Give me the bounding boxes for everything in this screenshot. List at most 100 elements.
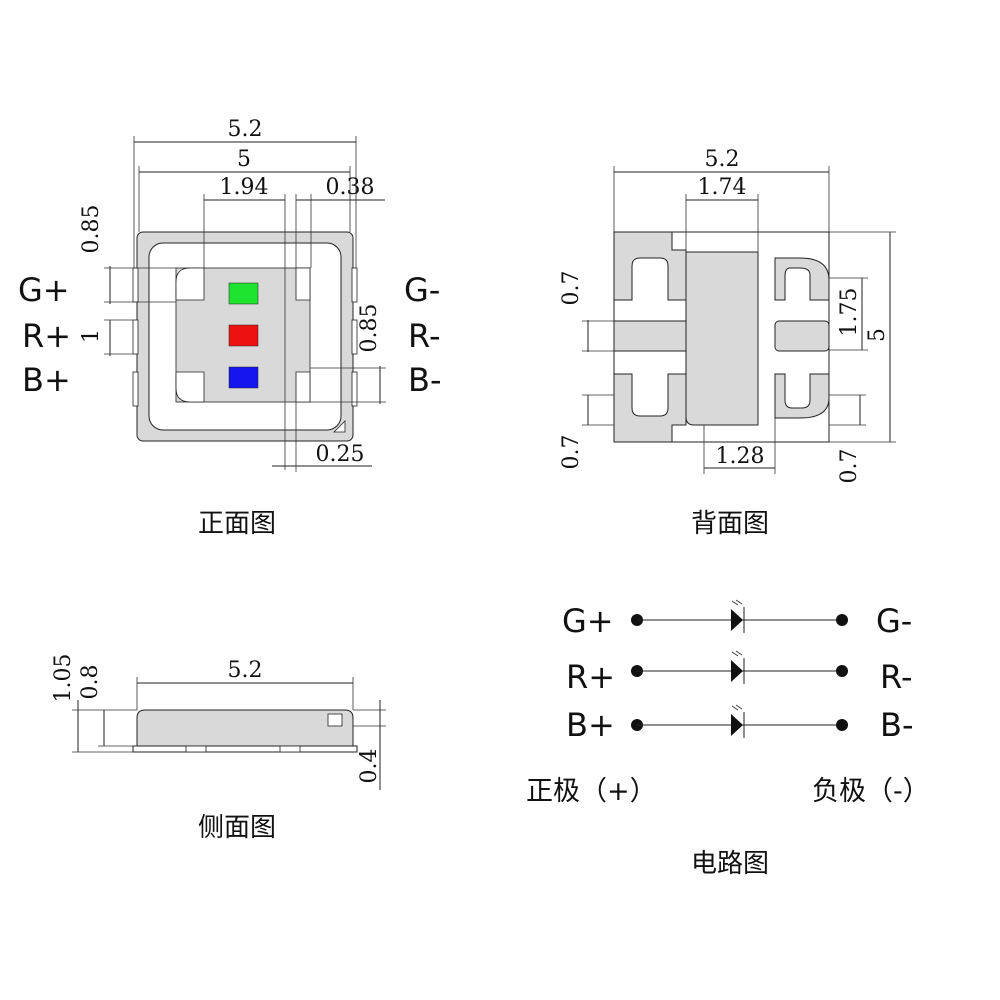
back-left-bottom-pad [613,373,687,443]
front-view: 5.2 5 1.94 0.38 0.85 [18,117,442,539]
circuit-label-g-minus: G- [876,602,912,640]
dim-back-height: 5 [829,231,896,443]
dim-back-pad-right: 0.7 [829,394,866,484]
emission-icon-blue [731,704,743,711]
front-terminal-left-1 [132,267,139,303]
svg-text:0.8: 0.8 [78,665,103,700]
label-r-plus: R+ [22,317,71,355]
front-terminal-left-3 [132,371,139,407]
dim-front-width-outer: 5.2 [133,117,357,268]
svg-text:0.4: 0.4 [357,749,382,784]
caption-back-view: 背面图 [691,509,769,539]
svg-text:1.28: 1.28 [716,444,765,469]
back-left-top-pad [613,231,687,301]
side-pad-left [185,745,207,753]
circuit-label-b-plus: B+ [566,706,615,744]
diode-icon-red [731,660,743,682]
circuit-label-g-plus: G+ [562,602,614,640]
svg-text:5: 5 [865,328,890,342]
svg-text:0.38: 0.38 [326,175,375,200]
dim-side-base-height: 0.4 [353,700,386,790]
label-positive: 正极（+） [526,776,657,807]
circuit-label-r-plus: R+ [566,658,615,696]
circuit-row-blue: B+ B- [566,704,914,744]
front-terminal-right-3 [351,371,358,407]
svg-text:1: 1 [79,329,104,343]
back-view: 5.2 1.74 0.7 0.7 1.75 [559,147,896,539]
circuit-node-g-minus [836,614,848,626]
circuit-row-green: G+ G- [562,599,912,640]
led-chip-blue [228,366,259,389]
circuit-label-b-minus: B- [880,706,914,744]
side-notch [327,713,343,727]
dim-back-width: 5.2 [613,147,830,232]
pin1-mark [333,420,346,433]
side-base-plate [132,745,358,753]
dim-back-pitch: 1.75 [829,277,868,351]
front-terminal-right-1 [351,267,358,303]
dim-back-pad-bottom: 0.7 [559,394,614,470]
dim-front-pad-width: 0.38 [295,175,385,268]
front-inner-pad-g-right [295,267,311,301]
front-terminal-left-2 [132,319,139,355]
led-chip-red [228,324,259,347]
led-chip-green [228,282,259,305]
back-center-pad [685,251,759,426]
svg-text:0.85: 0.85 [79,205,104,254]
front-inner-pad-b-left [175,371,205,403]
label-b-plus: B+ [22,361,71,399]
dim-side-body-height: 0.8 [78,665,137,747]
dim-front-right-pad: 0.85 [310,304,386,404]
svg-text:5: 5 [237,147,251,172]
side-pad-right [279,745,301,753]
front-inner-pad-g-left [175,267,205,301]
dim-front-width-inner: 5 [138,147,351,232]
svg-text:0.7: 0.7 [559,435,584,470]
svg-text:5.2: 5.2 [228,117,263,142]
back-right-bottom-pad [774,373,830,419]
svg-text:0.7: 0.7 [559,271,584,306]
diode-icon-green [731,609,743,631]
side-view: 5.2 1.05 0.8 0.4 侧面图 [51,654,386,843]
dim-front-bottom-gap: 0.25 [272,402,372,472]
dim-front-left-pitch: 1 [79,319,133,356]
back-right-top-pad [774,257,830,301]
dim-back-center-pad: 1.74 [685,175,759,252]
label-r-minus: R- [408,317,440,355]
svg-text:0.25: 0.25 [316,442,365,467]
caption-front-view: 正面图 [198,509,276,539]
label-g-plus: G+ [18,271,70,309]
circuit-diagram: G+ G- R+ R- B+ [526,599,930,879]
caption-circuit: 电路图 [691,849,769,879]
circuit-node-b-minus [836,719,848,731]
svg-text:1.94: 1.94 [220,175,269,200]
diode-icon-blue [731,714,743,736]
emission-icon-green [731,599,743,606]
dim-back-pad-top: 0.7 [559,271,614,352]
dim-front-pad-height: 0.85 [79,205,176,304]
front-terminal-right-2 [351,319,358,355]
side-package-body [136,709,354,747]
svg-text:0.7: 0.7 [837,449,862,484]
label-b-minus: B- [408,361,442,399]
circuit-label-r-minus: R- [880,658,912,696]
back-right-middle-pad [774,320,830,352]
back-left-middle-pad [613,320,687,352]
svg-text:5.2: 5.2 [705,147,740,172]
dim-side-width: 5.2 [136,658,354,710]
circuit-row-red: R+ R- [566,650,912,696]
circuit-node-r-minus [836,665,848,677]
front-inner-pad-b-right [295,371,311,403]
label-g-minus: G- [404,271,440,309]
svg-text:5.2: 5.2 [228,658,263,683]
dim-front-cup-width: 1.94 [203,175,286,470]
svg-text:0.85: 0.85 [357,304,382,353]
label-negative: 负极（-） [812,776,930,807]
svg-text:1.75: 1.75 [837,288,862,337]
dim-back-bottom-width: 1.28 [703,418,776,474]
svg-text:1.74: 1.74 [698,175,747,200]
svg-text:1.05: 1.05 [51,654,76,703]
emission-icon-red [731,650,743,657]
caption-side-view: 侧面图 [198,813,276,843]
